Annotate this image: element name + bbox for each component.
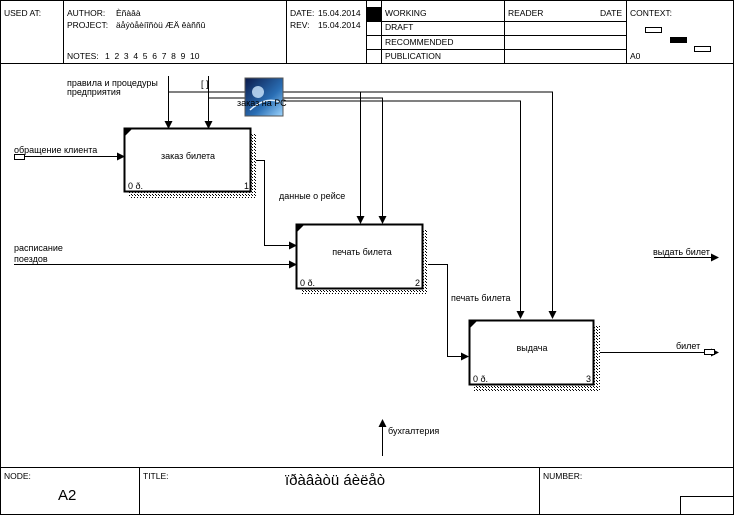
label-output-issue: выдать билет <box>653 247 710 257</box>
label-flow-trip-data: данные о рейсе <box>279 191 345 201</box>
label-control-rules-2: предприятия <box>67 87 121 97</box>
label-output-ticket: билет <box>676 341 700 351</box>
box2-label: печать билета <box>332 247 392 257</box>
context-node: A0 <box>630 51 641 61</box>
control-arrow-box3-a <box>270 100 525 319</box>
activity-box-2[interactable]: печать билета 0 ð. 2 <box>295 223 429 295</box>
label-mechanism: бухгалтерия <box>388 426 439 436</box>
status-draft: DRAFT <box>385 22 413 32</box>
reader-date-label: DATE <box>600 8 622 18</box>
project-value: äåýòåèíîñòü ÆÄ êàññû <box>116 20 206 30</box>
box2-number: 2 <box>415 278 420 288</box>
context-label: CONTEXT: <box>630 8 672 18</box>
reader-label: READER <box>508 8 543 18</box>
activity-box-1[interactable]: заказ билета 0 ð. 1 <box>123 127 257 199</box>
activity-box-3[interactable]: выдача 0 ð. 3 <box>468 319 601 392</box>
status-publication: PUBLICATION <box>385 51 441 61</box>
working-status-marker <box>367 7 381 21</box>
header-block: USED AT: AUTHOR: Èñàâà PROJECT: äåýòåèíî… <box>0 0 734 64</box>
node-label: NODE: <box>4 471 31 481</box>
context-thumbnail <box>645 27 711 52</box>
author-label: AUTHOR: <box>67 8 105 18</box>
arrow-network <box>14 76 719 456</box>
flow-arrow-printed <box>424 264 469 361</box>
label-control-rules: правила и процедуры <box>67 78 158 88</box>
node-value: A2 <box>58 487 76 504</box>
date-value: 15.04.2014 <box>318 8 361 18</box>
footer-block: NODE: A2 TITLE: ïðàâàòü áèëåò NUMBER: <box>0 467 734 515</box>
used-at-label: USED AT: <box>4 8 41 18</box>
date-label: DATE: <box>290 8 314 18</box>
label-input-schedule: расписание <box>14 243 63 253</box>
notes-label: NOTES: <box>67 51 99 61</box>
title-label: TITLE: <box>143 471 169 481</box>
overlay-text: заказ на РС <box>237 98 287 108</box>
box3-cost: 0 ð. <box>473 374 488 384</box>
flow-arrow-trip-data <box>250 160 297 250</box>
label-flow-printed: печать билета <box>451 293 511 303</box>
author-value: Èñàâà <box>116 8 141 18</box>
diagram-title: ïðàâàòü áèëåò <box>285 472 385 489</box>
rev-value: 15.04.2014 <box>318 20 361 30</box>
status-working: WORKING <box>385 8 427 18</box>
box3-label: выдача <box>516 343 547 353</box>
box2-cost: 0 ð. <box>300 278 315 288</box>
notes-numbers: 1 2 3 4 5 6 7 8 9 10 <box>105 51 200 61</box>
status-recommended: RECOMMENDED <box>385 37 453 47</box>
label-input-request: обращение клиента <box>14 145 97 155</box>
overlay-image-icon[interactable]: заказ на РС <box>237 77 287 117</box>
box1-label: заказ билета <box>161 151 215 161</box>
control-arrow-box3-b <box>270 91 557 319</box>
control-arrow-box2-b <box>208 83 387 224</box>
number-label: NUMBER: <box>543 471 582 481</box>
box1-cost: 0 ð. <box>128 181 143 191</box>
label-input-schedule-2: поездов <box>14 254 48 264</box>
box1-number: 1 <box>244 181 249 191</box>
box3-number: 3 <box>586 374 591 384</box>
bracket-mark: [ ] <box>201 79 209 89</box>
project-label: PROJECT: <box>67 20 108 30</box>
rev-label: REV: <box>290 20 310 30</box>
